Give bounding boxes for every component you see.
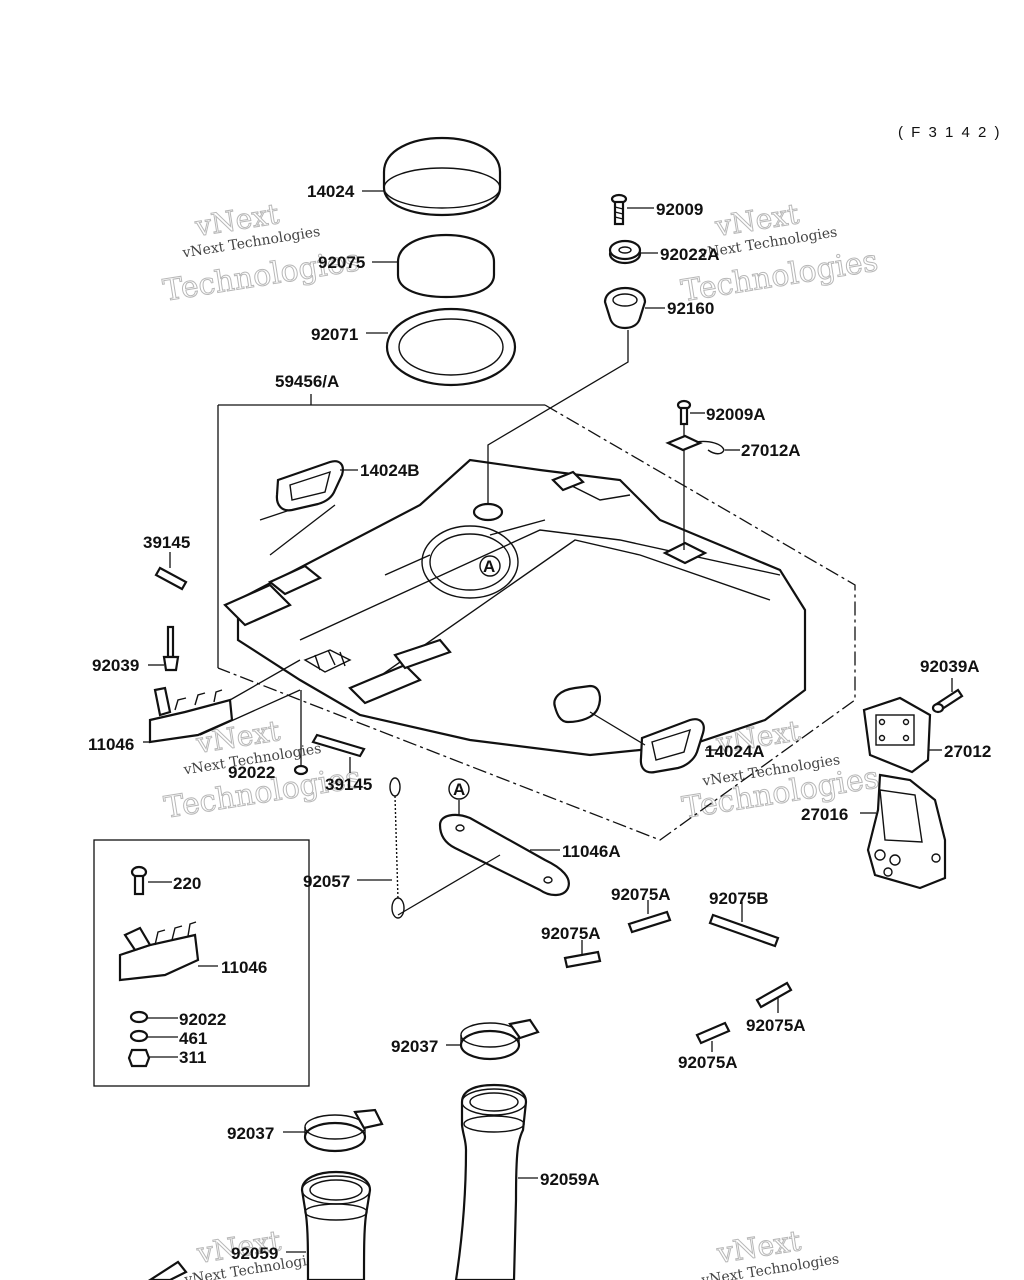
part-92160-grommet	[487, 286, 665, 505]
label-92059: 92059	[231, 1244, 278, 1263]
label-11046A: 11046A	[562, 842, 621, 861]
label-92022-b: 92022	[179, 1010, 226, 1029]
part-11046-bracket-b	[118, 921, 218, 982]
part-92075B-pad	[708, 902, 780, 948]
part-27012-block	[862, 696, 942, 774]
part-92075A-pad-3	[755, 981, 793, 1013]
label-92075A-1: 92075A	[611, 885, 671, 904]
part-14024B-grommet	[259, 460, 358, 556]
watermark-bottom-right: vNext vNext Technologies	[699, 1224, 840, 1280]
part-92009-screw	[610, 193, 654, 226]
label-461: 461	[179, 1029, 207, 1048]
part-92009A-screw	[676, 399, 705, 550]
label-11046-b: 11046	[221, 958, 267, 977]
part-92039A-rivet	[931, 678, 964, 714]
part-14024-cap	[362, 136, 502, 217]
label-92039A: 92039A	[920, 657, 980, 676]
part-92022-washer-a	[293, 690, 309, 776]
part-92059A-hose	[454, 1083, 538, 1280]
label-311: 311	[179, 1048, 206, 1067]
part-311-nut	[127, 1048, 178, 1068]
svg-text:A: A	[453, 780, 465, 799]
label-92009: 92009	[656, 200, 703, 219]
part-27016-switch	[860, 773, 947, 890]
part-92037-clamp-a	[446, 1018, 540, 1061]
label-92037-b: 92037	[227, 1124, 274, 1143]
part-92057-chain	[357, 777, 501, 919]
part-92059-hose	[286, 1170, 372, 1280]
label-14024A: 14024A	[705, 742, 765, 761]
part-461-washer	[129, 1029, 178, 1043]
label-11046-a: 11046	[88, 735, 134, 754]
part-92022A-washer	[608, 239, 658, 265]
label-92075A-3: 92075A	[746, 1016, 806, 1035]
label-27016: 27016	[801, 805, 848, 824]
label-14024: 14024	[307, 182, 355, 201]
watermark-bottom-left: vNext vNext Technologies	[182, 1224, 323, 1280]
label-27012: 27012	[944, 742, 991, 761]
part-partial-bottom-left	[147, 1260, 188, 1280]
label-92059A: 92059A	[540, 1170, 600, 1189]
label-92075: 92075	[318, 253, 365, 272]
label-92160: 92160	[667, 299, 714, 318]
part-92071-ring	[366, 307, 517, 387]
part-92037-clamp-b	[283, 1108, 384, 1153]
bracket-59456	[217, 394, 545, 668]
part-27012A-clip	[665, 434, 740, 455]
part-92022-washer-b	[129, 1010, 178, 1024]
part-11046-bracket-a	[143, 659, 301, 744]
part-39145-pin-a	[154, 552, 188, 591]
label-92057: 92057	[303, 872, 350, 891]
part-main-cover: A	[223, 458, 807, 757]
part-11046A-strap	[438, 813, 570, 897]
label-59456: 59456/A	[275, 372, 339, 391]
label-92022-a: 92022	[228, 763, 275, 782]
label-92022A: 92022A	[660, 245, 720, 264]
label-92039: 92039	[92, 656, 139, 675]
part-92075A-pad-2	[563, 940, 602, 969]
label-92075A-2: 92075A	[541, 924, 601, 943]
label-92037-a: 92037	[391, 1037, 438, 1056]
part-92075-disc	[372, 233, 496, 299]
part-14024A-grommet	[589, 711, 718, 774]
figure-code: ( F 3 1 4 2 )	[898, 124, 1002, 141]
part-39145-pin-b	[311, 733, 366, 773]
label-14024B: 14024B	[360, 461, 420, 480]
frame-main-cover	[217, 404, 856, 841]
label-92075B: 92075B	[709, 889, 769, 908]
label-92009A: 92009A	[706, 405, 766, 424]
part-92075A-pad-1	[627, 900, 672, 934]
label-220: 220	[173, 874, 201, 893]
part-92075A-pad-4	[695, 1021, 731, 1052]
label-92075A-4: 92075A	[678, 1053, 738, 1072]
svg-text:A: A	[483, 557, 495, 576]
inset-box	[93, 839, 310, 1087]
label-27012A: 27012A	[741, 441, 801, 460]
label-39145-b: 39145	[325, 775, 372, 794]
label-92071: 92071	[311, 325, 358, 344]
label-39145-a: 39145	[143, 533, 190, 552]
part-220-bolt	[130, 865, 172, 896]
watermark-top-left: vNext vNext Technologies Technologies	[160, 197, 363, 310]
part-92039-rivet	[148, 625, 180, 672]
